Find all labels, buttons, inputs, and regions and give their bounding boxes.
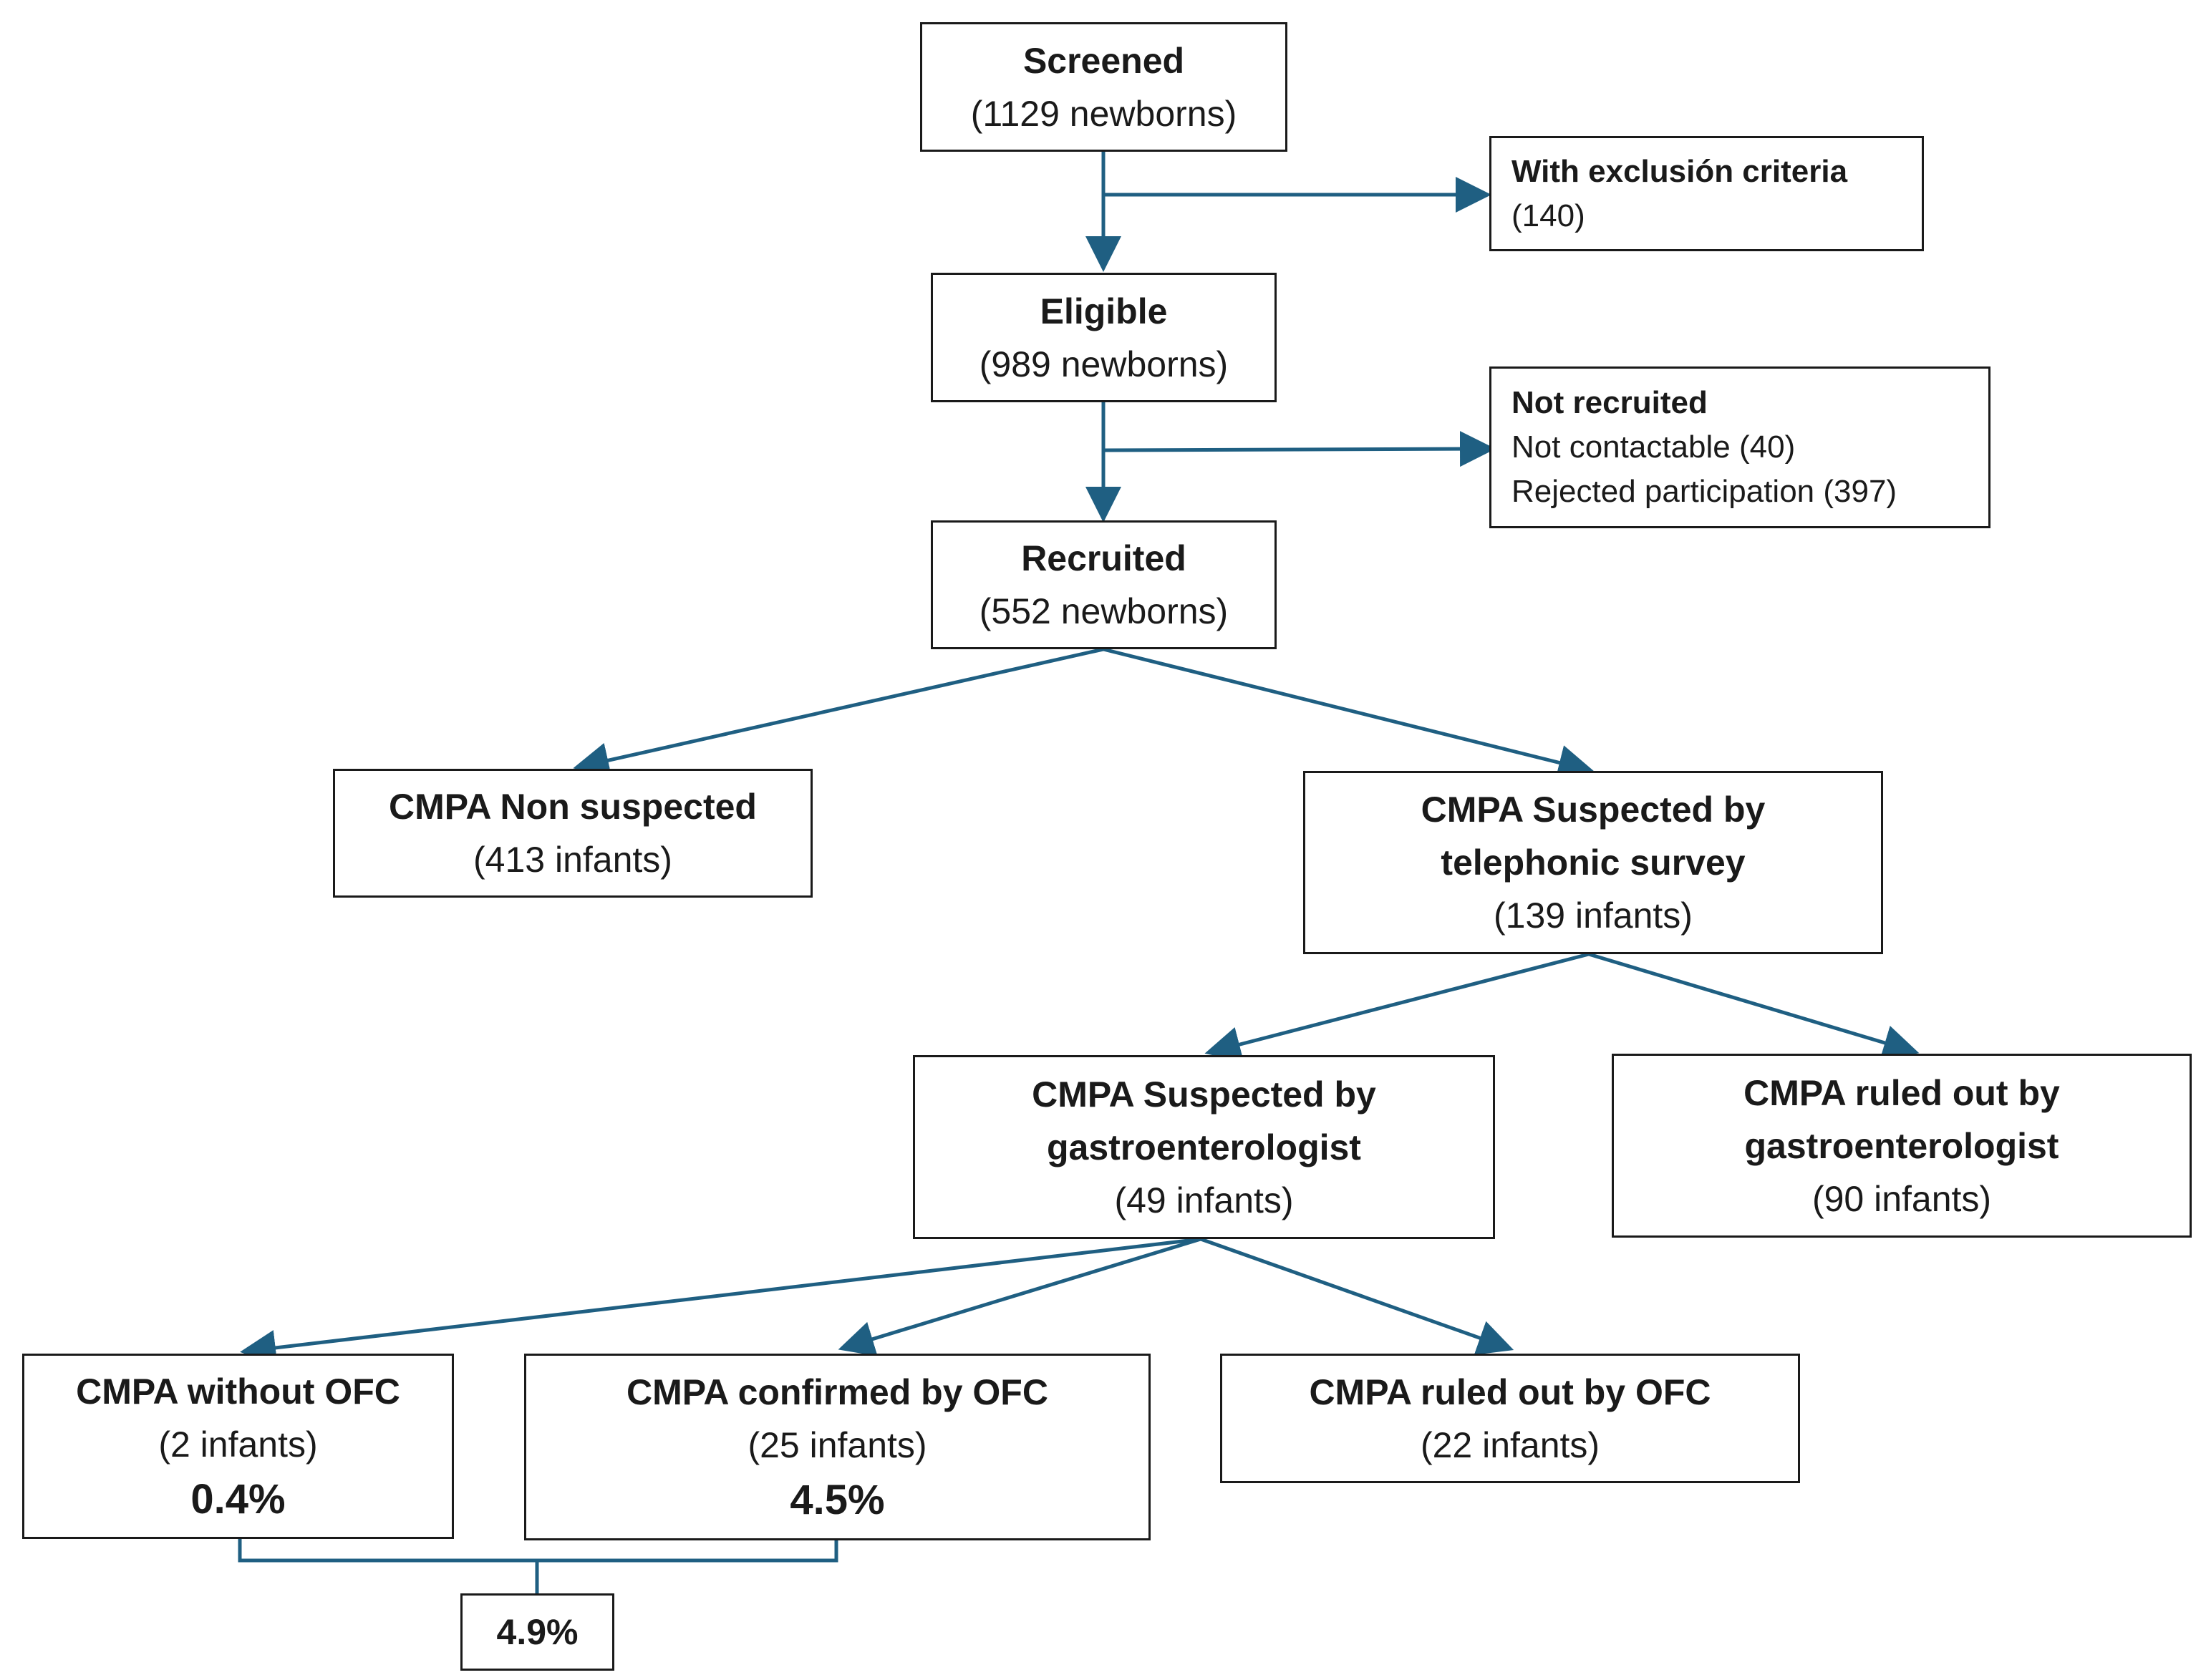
suspected-survey-title-2: telephonic survey	[1441, 843, 1746, 883]
suspected-gastro-title-2: gastroenterologist	[1047, 1127, 1361, 1167]
ruled-out-gastro-title-1: CMPA ruled out by	[1743, 1072, 2060, 1113]
node-cmpa-suspected-survey: CMPA Suspected by telephonic survey (139…	[1303, 771, 1883, 954]
arrow-gastro-to-ruled-out-ofc	[1200, 1237, 1514, 1355]
suspected-survey-title-1: CMPA Suspected by	[1421, 790, 1766, 830]
ruled-out-gastro-count: (90 infants)	[1811, 1178, 1992, 1219]
eligible-count: (989 newborns)	[979, 344, 1229, 384]
node-cmpa-confirmed-ofc: CMPA confirmed by OFC (25 infants) 4.5%	[524, 1354, 1151, 1540]
node-screened: Screened (1129 newborns)	[920, 22, 1287, 152]
ruled-out-gastro-title-2: gastroenterologist	[1744, 1125, 2059, 1166]
arrow-recruited-to-suspected-survey	[1103, 647, 1595, 780]
non-suspected-count: (413 infants)	[473, 840, 672, 880]
arrow-survey-to-ruled-out-gastro	[1588, 952, 1920, 1060]
node-exclusion-criteria: With exclusión criteria (140)	[1489, 136, 1924, 251]
node-eligible: Eligible (989 newborns)	[931, 273, 1277, 402]
ruled-out-ofc-count: (22 infants)	[1420, 1424, 1600, 1465]
arrow-gastro-to-confirmed-ofc	[838, 1237, 1201, 1356]
exclusion-count: (140)	[1511, 198, 1585, 233]
rejected-participation-count: Rejected participation (397)	[1511, 474, 1897, 509]
confirmed-ofc-title: CMPA confirmed by OFC	[627, 1371, 1048, 1412]
arrow-recruited-to-non-suspected	[573, 647, 1104, 778]
arrow-survey-to-suspected-gastro	[1204, 952, 1590, 1062]
node-cmpa-suspected-gastro: CMPA Suspected by gastroenterologist (49…	[913, 1055, 1495, 1239]
ruled-out-ofc-title: CMPA ruled out by OFC	[1309, 1371, 1711, 1412]
total-percent-value: 4.9%	[496, 1612, 579, 1652]
node-cmpa-without-ofc: CMPA without OFC (2 infants) 0.4%	[22, 1354, 454, 1539]
recruited-title: Recruited	[1021, 538, 1186, 578]
screened-count: (1129 newborns)	[970, 93, 1237, 134]
suspected-gastro-count: (49 infants)	[1114, 1180, 1294, 1220]
confirmed-ofc-percent: 4.5%	[790, 1476, 885, 1523]
sum-bracket	[238, 1539, 838, 1593]
arrow-to-not-recruited	[1103, 431, 1496, 467]
confirmed-ofc-count: (25 infants)	[748, 1424, 927, 1465]
suspected-survey-count: (139 infants)	[1494, 895, 1693, 936]
screened-title: Screened	[1022, 40, 1185, 81]
node-cmpa-non-suspected: CMPA Non suspected (413 infants)	[333, 769, 813, 898]
non-suspected-title: CMPA Non suspected	[389, 787, 757, 827]
exclusion-title: With exclusión criteria	[1511, 153, 1848, 189]
node-cmpa-ruled-out-ofc: CMPA ruled out by OFC (22 infants)	[1220, 1354, 1800, 1483]
node-cmpa-ruled-out-gastro: CMPA ruled out by gastroenterologist (90…	[1612, 1054, 2192, 1238]
node-not-recruited: Not recruited Not contactable (40) Rejec…	[1489, 366, 1990, 528]
eligible-title: Eligible	[1040, 291, 1168, 331]
suspected-gastro-title-1: CMPA Suspected by	[1032, 1074, 1376, 1115]
not-contactable-count: Not contactable (40)	[1511, 429, 1796, 465]
recruited-count: (552 newborns)	[979, 591, 1229, 631]
arrow-gastro-to-without-ofc	[240, 1237, 1201, 1366]
without-ofc-title: CMPA without OFC	[76, 1371, 400, 1412]
node-recruited: Recruited (552 newborns)	[931, 520, 1277, 649]
without-ofc-count: (2 infants)	[158, 1424, 318, 1465]
node-total-percent: 4.9%	[460, 1593, 614, 1671]
without-ofc-percent: 0.4%	[190, 1475, 286, 1523]
not-recruited-title: Not recruited	[1511, 385, 1708, 420]
